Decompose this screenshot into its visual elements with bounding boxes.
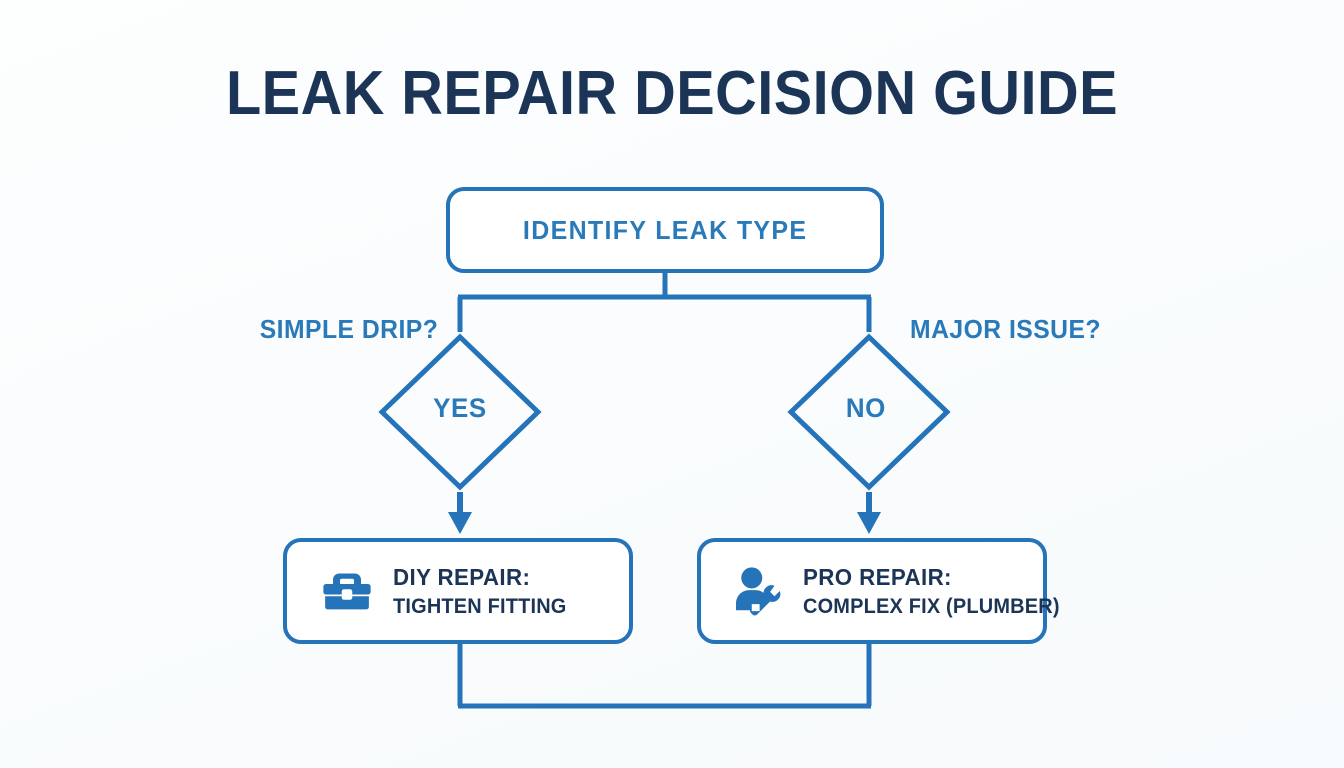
toolbox-icon (323, 573, 371, 610)
decision-diamond-yes (378, 333, 542, 491)
arrow-yes-to-diy (448, 492, 472, 534)
branch-label-simple-drip: SIMPLE DRIP? (259, 314, 439, 344)
pro-repair-heading: PRO REPAIR: (803, 563, 952, 590)
diy-repair-heading: DIY REPAIR: (393, 563, 531, 590)
branch-label-major-issue: MAJOR ISSUE? (910, 314, 1102, 344)
node-identify-leak-type[interactable]: IDENTIFY LEAK TYPE (446, 187, 884, 273)
diy-repair-detail: TIGHTEN FITTING (393, 594, 567, 618)
diy-repair-text: DIY REPAIR: TIGHTEN FITTING (393, 563, 576, 620)
plumber-wrench-icon (736, 567, 781, 616)
node-identify-label: IDENTIFY LEAK TYPE (522, 214, 808, 245)
node-pro-repair[interactable]: PRO REPAIR: COMPLEX FIX (PLUMBER) (697, 538, 1060, 644)
decision-label-yes: YES (433, 393, 487, 423)
page-title: LEAK REPAIR DECISION GUIDE (225, 59, 1119, 128)
decision-label-no: NO (845, 393, 886, 423)
pro-repair-text: PRO REPAIR: COMPLEX FIX (PLUMBER) (803, 563, 1073, 620)
decision-diamond-no (787, 333, 951, 491)
node-diy-repair[interactable]: DIY REPAIR: TIGHTEN FITTING (283, 538, 633, 644)
arrow-no-to-pro (857, 492, 881, 534)
pro-repair-detail: COMPLEX FIX (PLUMBER) (803, 594, 1060, 618)
